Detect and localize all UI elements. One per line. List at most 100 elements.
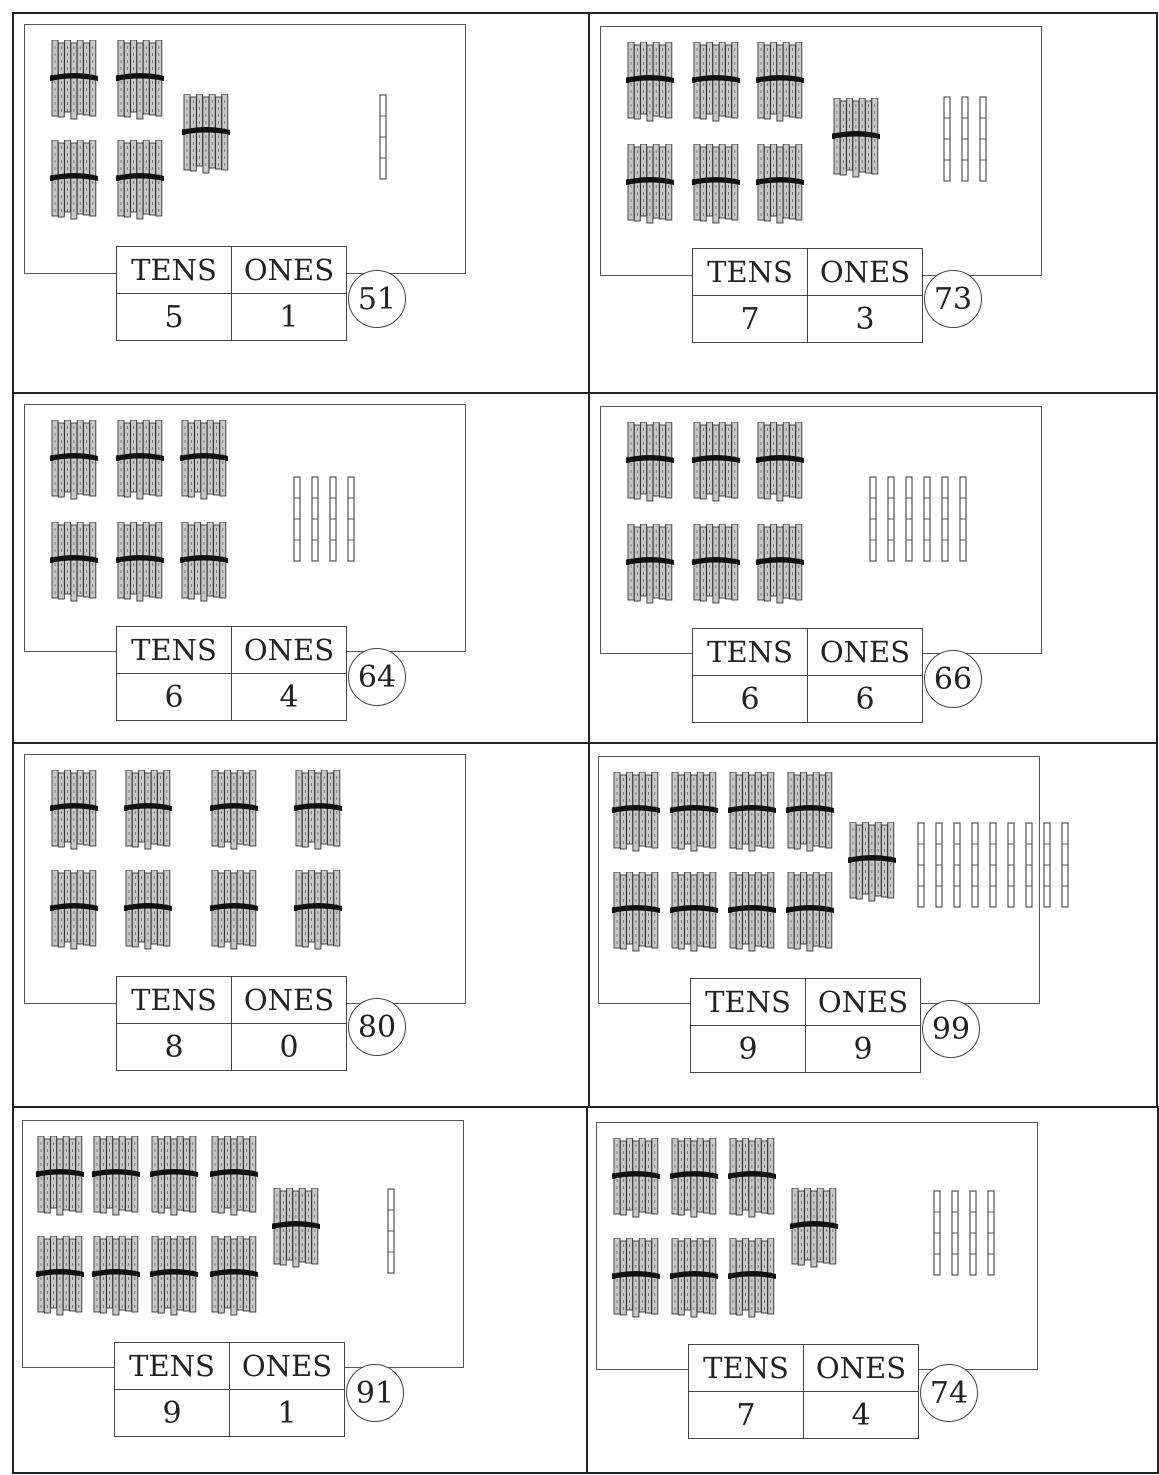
tens-header: TENS [691, 979, 806, 1026]
ones-value: 4 [232, 674, 347, 721]
ones-value: 1 [232, 294, 347, 341]
bundle-of-ten-icon [116, 140, 164, 220]
bundle-of-ten-icon [612, 872, 660, 952]
bundle-of-ten-icon [670, 772, 718, 852]
bundle-of-ten-icon [180, 522, 228, 602]
bundle-of-ten-icon [210, 770, 258, 850]
bundle-of-ten-icon [180, 420, 228, 500]
tens-header: TENS [117, 627, 232, 674]
bundle-of-ten-icon [670, 872, 718, 952]
bundle-of-ten-icon [150, 1236, 198, 1316]
tens-value: 6 [693, 676, 808, 723]
bundle-of-ten-icon [728, 772, 776, 852]
single-sticks-icon [386, 1188, 404, 1278]
bundle-of-ten-icon [210, 870, 258, 950]
single-sticks-icon [378, 94, 396, 184]
ones-header: ONES [230, 1343, 345, 1390]
ones-value: 1 [230, 1390, 345, 1437]
bundle-of-ten-icon [50, 770, 98, 850]
ones-value: 4 [804, 1392, 919, 1439]
bundle-of-ten-icon [756, 524, 804, 604]
tens-header: TENS [693, 249, 808, 296]
bundle-of-ten-icon [612, 772, 660, 852]
bundle-of-ten-icon [612, 1138, 660, 1218]
bundle-of-ten-icon [832, 98, 880, 178]
bundle-of-ten-icon [116, 522, 164, 602]
bundle-of-ten-icon [294, 870, 342, 950]
bundle-of-ten-icon [150, 1136, 198, 1216]
tens-header: TENS [117, 247, 232, 294]
bundle-of-ten-icon [692, 524, 740, 604]
bundle-of-ten-icon [692, 144, 740, 224]
answer-circle: 99 [922, 1000, 980, 1058]
bundle-of-ten-icon [790, 1188, 838, 1268]
bundle-of-ten-icon [670, 1138, 718, 1218]
tens-header: TENS [693, 629, 808, 676]
tens-value: 7 [689, 1392, 804, 1439]
tens-header: TENS [689, 1345, 804, 1392]
bundle-of-ten-icon [786, 772, 834, 852]
single-sticks-icon [916, 822, 1078, 912]
answer-circle: 66 [924, 650, 982, 708]
answer-circle: 64 [348, 648, 406, 706]
answer-circle: 74 [920, 1364, 978, 1422]
bundle-of-ten-icon [786, 872, 834, 952]
bundle-of-ten-icon [36, 1136, 84, 1216]
answer-circle: 51 [348, 270, 406, 328]
bundle-of-ten-icon [50, 140, 98, 220]
ones-value: 3 [808, 296, 923, 343]
bundle-of-ten-icon [728, 872, 776, 952]
bundle-of-ten-icon [728, 1238, 776, 1318]
bundle-of-ten-icon [756, 144, 804, 224]
tens-value: 7 [693, 296, 808, 343]
bundle-of-ten-icon [124, 770, 172, 850]
bundle-of-ten-icon [626, 422, 674, 502]
bundle-of-ten-icon [692, 42, 740, 122]
bundle-of-ten-icon [116, 40, 164, 120]
single-sticks-icon [932, 1190, 1004, 1280]
bundle-of-ten-icon [756, 422, 804, 502]
answer-circle: 80 [348, 998, 406, 1056]
answer-circle: 73 [924, 270, 982, 328]
bundle-of-ten-icon [272, 1188, 320, 1268]
bundle-of-ten-icon [210, 1236, 258, 1316]
bundle-of-ten-icon [626, 144, 674, 224]
ones-header: ONES [232, 247, 347, 294]
bundle-of-ten-icon [182, 94, 230, 174]
ones-value: 6 [808, 676, 923, 723]
bundle-of-ten-icon [50, 420, 98, 500]
single-sticks-icon [292, 476, 364, 566]
answer-circle: 91 [346, 1364, 404, 1422]
ones-header: ONES [806, 979, 921, 1026]
tens-value: 6 [117, 674, 232, 721]
ones-value: 0 [232, 1024, 347, 1071]
bundle-of-ten-icon [50, 522, 98, 602]
bundle-of-ten-icon [36, 1236, 84, 1316]
bundle-of-ten-icon [692, 422, 740, 502]
tens-value: 9 [115, 1390, 230, 1437]
bundle-of-ten-icon [116, 420, 164, 500]
bundle-of-ten-icon [670, 1238, 718, 1318]
bundle-of-ten-icon [626, 42, 674, 122]
bundle-of-ten-icon [50, 40, 98, 120]
tens-header: TENS [117, 977, 232, 1024]
bundle-of-ten-icon [92, 1236, 140, 1316]
bundle-of-ten-icon [848, 822, 896, 902]
bundle-of-ten-icon [124, 870, 172, 950]
tens-value: 8 [117, 1024, 232, 1071]
bundle-of-ten-icon [626, 524, 674, 604]
ones-header: ONES [232, 627, 347, 674]
bundle-of-ten-icon [756, 42, 804, 122]
ones-value: 9 [806, 1026, 921, 1073]
tens-value: 5 [117, 294, 232, 341]
tens-value: 9 [691, 1026, 806, 1073]
